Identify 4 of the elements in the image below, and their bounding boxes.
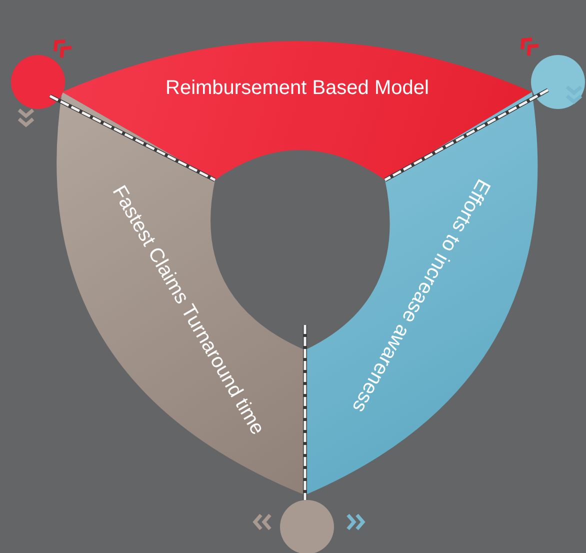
- circle-marker: [531, 55, 585, 109]
- segment-label: Reimbursement Based Model: [166, 76, 429, 100]
- circle-marker: [280, 500, 334, 553]
- circle-marker: [11, 55, 65, 109]
